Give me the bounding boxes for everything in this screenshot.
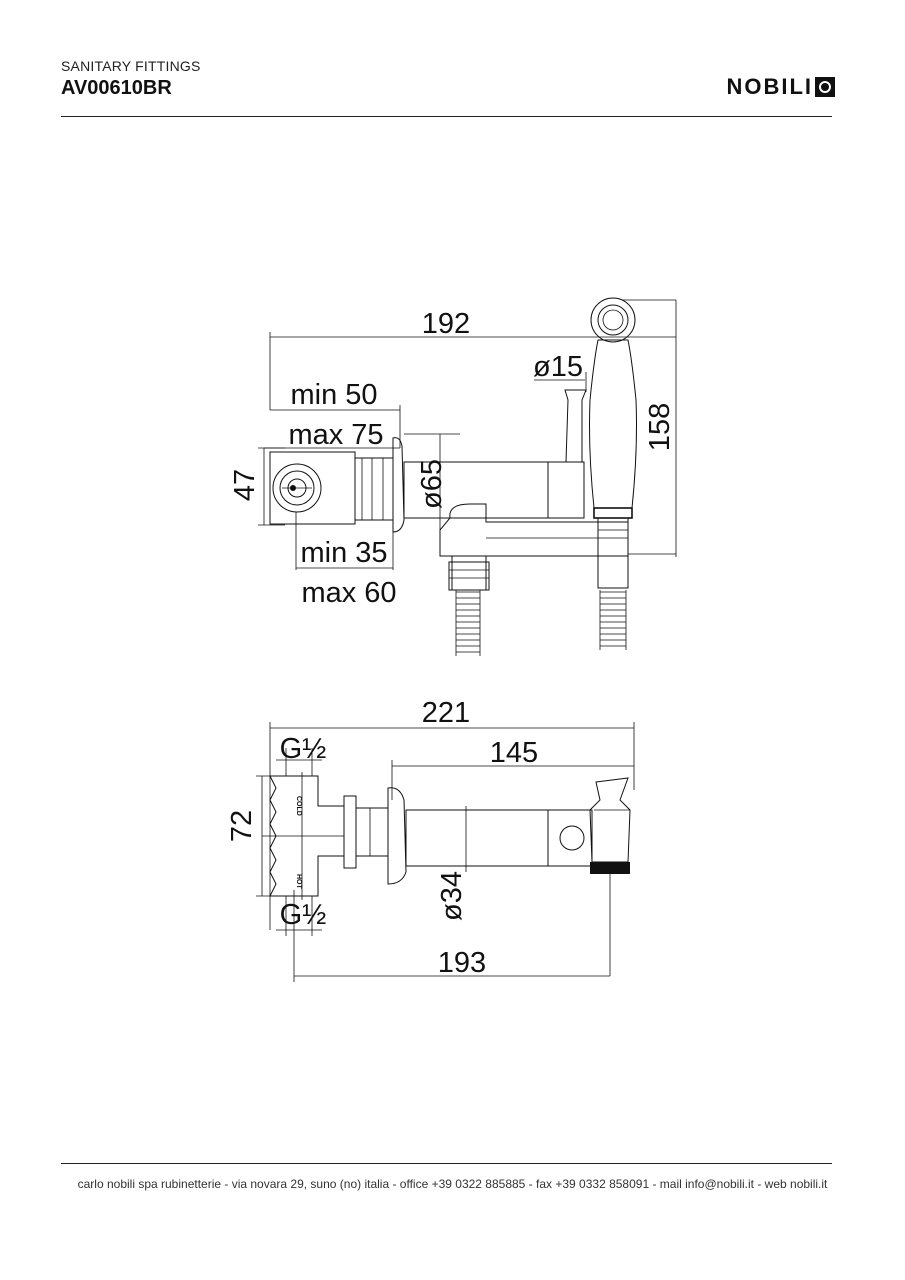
dim-handshower-height: 158 bbox=[644, 403, 676, 451]
dim-projection: 193 bbox=[438, 947, 486, 979]
header-divider bbox=[61, 116, 832, 117]
product-code: AV00610BR bbox=[61, 77, 172, 99]
dim-overall-length: 192 bbox=[422, 308, 470, 340]
dim-cover-max: max 60 bbox=[301, 577, 396, 609]
brand-mark-icon bbox=[815, 77, 835, 97]
footer-divider bbox=[61, 1163, 832, 1164]
dim-spout-diameter: ø34 bbox=[436, 871, 468, 921]
dim-wall-depth-max: max 75 bbox=[288, 419, 383, 451]
dim-wall-depth-min: min 50 bbox=[290, 379, 377, 411]
dim-body-height-bottom: 72 bbox=[226, 810, 258, 842]
top-view-drawing: 221 145 G½ COLD HOT 72 ø34 bbox=[226, 697, 635, 982]
label-cold: COLD bbox=[295, 796, 302, 816]
dim-body-height: 47 bbox=[229, 469, 261, 501]
label-hot: HOT bbox=[295, 874, 302, 890]
dim-overall-length-bottom: 221 bbox=[422, 697, 470, 729]
product-category: SANITARY FITTINGS bbox=[61, 58, 201, 74]
dim-inlet-bottom: G½ bbox=[280, 899, 327, 931]
brand-logo: NOBILI bbox=[726, 74, 835, 100]
brand-name: NOBILI bbox=[726, 74, 813, 99]
dim-cover-min: min 35 bbox=[300, 537, 387, 569]
footer-contact: carlo nobili spa rubinetterie - via nova… bbox=[77, 1177, 828, 1191]
dim-handle-diameter: ø15 bbox=[533, 351, 583, 383]
dim-spout-length: 145 bbox=[490, 737, 538, 769]
side-view-drawing: 192 158 min 50 max 75 47 ø65 bbox=[229, 297, 677, 656]
dim-inlet-top: G½ bbox=[280, 733, 327, 765]
dim-rosette-diameter: ø65 bbox=[416, 459, 448, 509]
